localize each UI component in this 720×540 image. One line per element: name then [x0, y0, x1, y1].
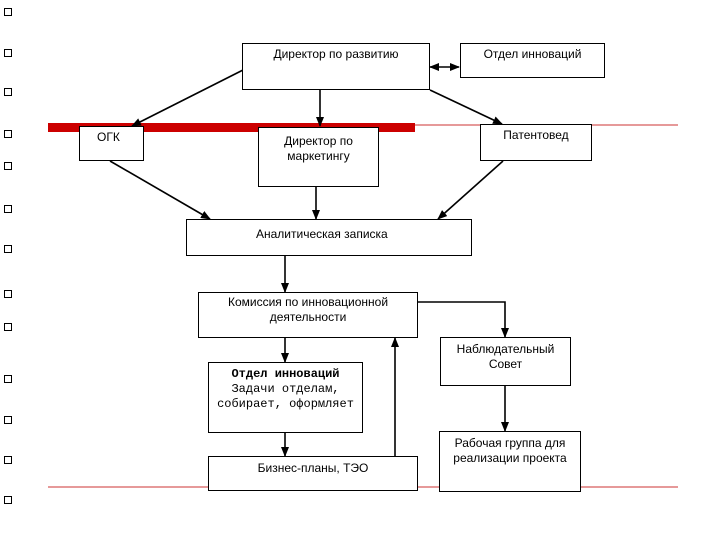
bullet-square	[4, 205, 12, 213]
bullet-square	[4, 456, 12, 464]
arrow-director-to-patent	[429, 89, 503, 125]
box-ogk: ОГК	[79, 126, 144, 161]
box-analytic-note: Аналитическая записка	[186, 219, 472, 256]
arrow-patent-to-analytic	[437, 160, 504, 220]
box-director-development: Директор по развитию	[242, 43, 430, 90]
box-commission: Комиссия по инновационной деятельности	[198, 292, 418, 338]
box-dept-innovation-tasks: Отдел инноваций Задачи отделам, собирает…	[208, 362, 363, 433]
bullet-square	[4, 245, 12, 253]
box-director-marketing: Директор по маркетингу	[258, 127, 379, 187]
bullet-square	[4, 375, 12, 383]
bullet-square	[4, 496, 12, 504]
box-label: Наблюдательный Совет	[456, 342, 555, 371]
box-label: Рабочая группа для реализации проекта	[453, 436, 567, 465]
bullet-square	[4, 88, 12, 96]
box-label: Бизнес-планы, ТЭО	[257, 461, 369, 475]
arrow-ogk-to-analytic	[109, 160, 211, 220]
box-supervisory-council: Наблюдательный Совет	[440, 337, 571, 386]
box-working-group: Рабочая группа для реализации проекта	[439, 431, 581, 492]
box-label: Комиссия по инновационной деятельности	[227, 295, 389, 324]
bullet-square	[4, 8, 12, 16]
box-dept-innovation-top: Отдел инноваций	[460, 43, 605, 78]
box-patent: Патентовед	[480, 124, 592, 161]
box-title: Отдел инноваций	[231, 367, 340, 381]
arrow-director-to-ogk	[131, 69, 244, 127]
box-label: Директор по маркетингу	[284, 134, 353, 163]
box-label: Патентовед	[503, 128, 569, 142]
bullet-square	[4, 323, 12, 331]
box-business-plans: Бизнес-планы, ТЭО	[208, 456, 418, 491]
bullet-square	[4, 290, 12, 298]
box-label: Аналитическая записка	[256, 227, 388, 241]
bullet-square	[4, 416, 12, 424]
bullet-square	[4, 49, 12, 57]
bullet-square	[4, 162, 12, 170]
bullet-square	[4, 130, 12, 138]
box-label: ОГК	[97, 130, 120, 144]
box-label: Задачи отделам, собирает, оформляет	[217, 382, 354, 411]
box-label: Директор по развитию	[273, 47, 399, 61]
arrow-commission-to-council	[418, 301, 509, 338]
box-label: Отдел инноваций	[483, 47, 582, 61]
